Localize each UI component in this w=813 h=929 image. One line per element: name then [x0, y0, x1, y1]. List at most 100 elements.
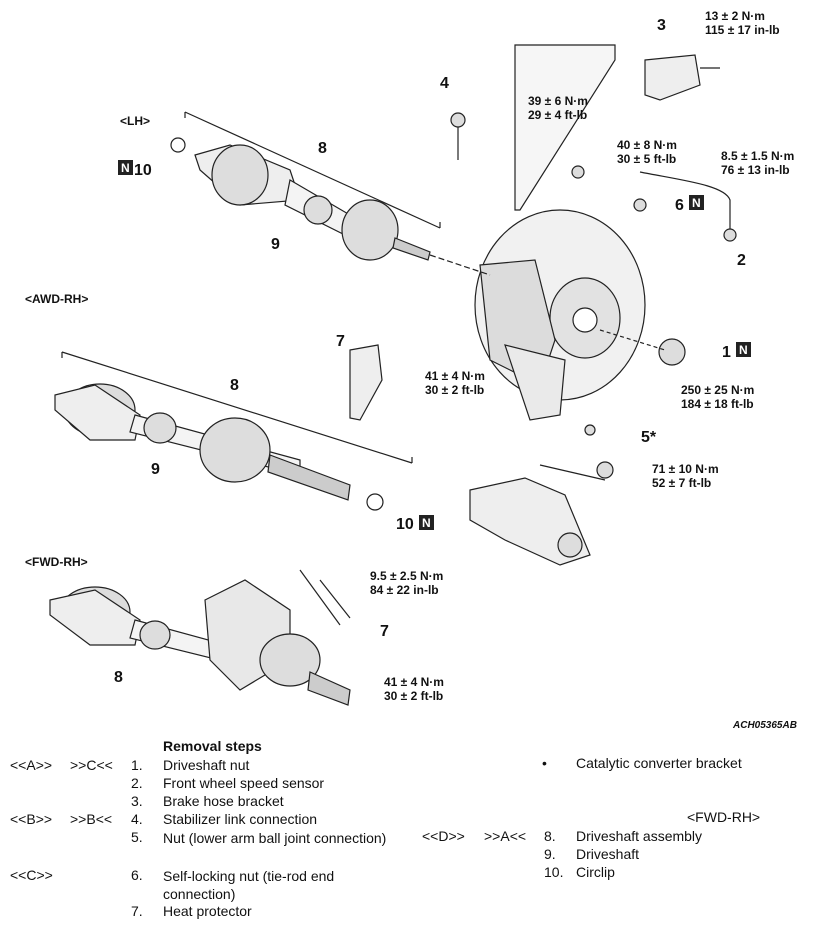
- step-number: 7.: [131, 903, 143, 919]
- svg-text:N: N: [739, 343, 748, 357]
- svg-text:30 ± 5 ft-lb: 30 ± 5 ft-lb: [617, 152, 676, 166]
- svg-text:71 ± 10 N·m: 71 ± 10 N·m: [652, 462, 719, 476]
- step-text: Catalytic converter bracket: [576, 755, 742, 771]
- step-row: 3. Brake hose bracket: [0, 793, 400, 811]
- n-badge-10-awd: N: [419, 515, 434, 530]
- step-number: 1.: [131, 757, 143, 773]
- exploded-view-diagram: <LH> <AWD-RH> <FWD-RH> 1 2 3 4 5* 6 7 7 …: [25, 9, 797, 730]
- step-row: 5. Nut (lower arm ball joint connection): [0, 829, 400, 865]
- variant-label-lh: <LH>: [120, 114, 150, 128]
- svg-text:N: N: [422, 516, 431, 530]
- step-text: Driveshaft nut: [163, 757, 250, 773]
- step-row: 2. Front wheel speed sensor: [0, 775, 400, 793]
- svg-text:41 ± 4 N·m: 41 ± 4 N·m: [425, 369, 485, 383]
- step-text: Stabilizer link connection: [163, 811, 318, 827]
- step-row: 10. Circlip: [420, 864, 800, 882]
- callout-10-lh: 10: [134, 162, 152, 179]
- step-number: 10.: [544, 864, 564, 880]
- sensor-and-brackets: [349, 54, 737, 436]
- callout-8-awd: 8: [230, 377, 239, 394]
- svg-text:40 ± 8 N·m: 40 ± 8 N·m: [617, 138, 677, 152]
- torque-6: 40 ± 8 N·m 30 ± 5 ft-lb: [617, 138, 677, 166]
- step-row: 9. Driveshaft: [420, 846, 800, 864]
- torque-fwd-protector: 41 ± 4 N·m 30 ± 2 ft-lb: [384, 675, 444, 703]
- step-text: Front wheel speed sensor: [163, 775, 325, 791]
- svg-text:184 ± 18 ft-lb: 184 ± 18 ft-lb: [681, 397, 754, 411]
- n-badge-6: N: [689, 195, 704, 210]
- removal-steps-section: Removal steps <<A>> >>C<< 1. Driveshaft …: [0, 736, 813, 929]
- torque-fwd-bracket: 9.5 ± 2.5 N·m 84 ± 22 in-lb: [370, 569, 443, 597]
- awd-rh-driveshaft: [54, 351, 413, 511]
- step-text: Driveshaft: [576, 846, 640, 862]
- torque-3: 13 ± 2 N·m 115 ± 17 in-lb: [705, 9, 780, 37]
- callout-6: 6: [675, 197, 684, 214]
- callout-7-fwd: 7: [380, 623, 389, 640]
- svg-text:39 ± 6 N·m: 39 ± 6 N·m: [528, 94, 588, 108]
- callout-1: 1: [722, 344, 731, 361]
- callout-4: 4: [440, 75, 449, 92]
- svg-text:41 ± 4 N·m: 41 ± 4 N·m: [384, 675, 444, 689]
- step-text: Brake hose bracket: [163, 793, 284, 809]
- callout-5: 5*: [641, 429, 657, 446]
- svg-text:52 ± 7 ft-lb: 52 ± 7 ft-lb: [652, 476, 711, 490]
- fwd-rh-subheading: <FWD-RH>: [687, 809, 761, 825]
- step-row: <<B>> >>B<< 4. Stabilizer link connectio…: [0, 811, 400, 829]
- variant-label-fwd-rh: <FWD-RH>: [25, 555, 88, 569]
- fwd-rh-subheading-row: <FWD-RH>: [420, 809, 800, 827]
- removal-steps-heading: Removal steps: [163, 738, 262, 754]
- callout-3: 3: [657, 17, 666, 34]
- callout-9-awd: 9: [151, 461, 160, 478]
- step-text: Heat protector: [163, 903, 252, 919]
- callout-8-fwd: 8: [114, 669, 123, 686]
- step-row: <<D>> >>A<< 8. Driveshaft assembly: [420, 828, 800, 846]
- callout-7-awd: 7: [336, 333, 345, 350]
- step-code-a: <<D>>: [422, 828, 465, 844]
- svg-text:84 ± 22 in-lb: 84 ± 22 in-lb: [370, 583, 439, 597]
- step-code-a: <<B>>: [10, 811, 53, 827]
- callout-10-awd: 10: [396, 516, 414, 533]
- svg-text:13 ± 2 N·m: 13 ± 2 N·m: [705, 9, 765, 23]
- step-number: 9.: [544, 846, 556, 862]
- svg-text:8.5 ± 1.5 N·m: 8.5 ± 1.5 N·m: [721, 149, 794, 163]
- step-code-a: <<A>>: [10, 757, 53, 773]
- step-number: 8.: [544, 828, 556, 844]
- torque-1: 250 ± 25 N·m 184 ± 18 ft-lb: [681, 383, 754, 411]
- step-text: Self-locking nut (tie-rod end connection…: [163, 868, 335, 902]
- step-row: 7. Heat protector: [0, 903, 400, 921]
- step-number: 6.: [131, 867, 143, 883]
- callout-9-lh: 9: [271, 236, 280, 253]
- step-text: Circlip: [576, 864, 615, 880]
- catalytic-converter-row: • Catalytic converter bracket: [420, 755, 800, 773]
- n-badge-10-lh: N: [118, 160, 133, 175]
- lh-driveshaft: [170, 111, 441, 261]
- svg-text:250 ± 25 N·m: 250 ± 25 N·m: [681, 383, 754, 397]
- torque-2: 8.5 ± 1.5 N·m 76 ± 13 in-lb: [721, 149, 794, 177]
- step-code-b: >>B<<: [70, 811, 113, 827]
- step-number: 5.: [131, 829, 143, 845]
- step-text: Nut (lower arm ball joint connection): [163, 830, 387, 846]
- step-text: Driveshaft assembly: [576, 828, 703, 844]
- svg-text:29 ± 4 ft-lb: 29 ± 4 ft-lb: [528, 108, 587, 122]
- lower-arm: [469, 461, 614, 566]
- svg-text:N: N: [692, 196, 701, 210]
- torque-4: 39 ± 6 N·m 29 ± 4 ft-lb: [528, 94, 588, 122]
- svg-text:9.5 ± 2.5 N·m: 9.5 ± 2.5 N·m: [370, 569, 443, 583]
- n-badge-1: N: [736, 342, 751, 357]
- bullet: •: [542, 755, 547, 771]
- variant-label-awd-rh: <AWD-RH>: [25, 292, 88, 306]
- step-row: <<A>> >>C<< 1. Driveshaft nut: [0, 757, 400, 775]
- figure-code: ACH05365AB: [732, 720, 797, 730]
- step-code-a: <<C>>: [10, 867, 53, 883]
- svg-text:N: N: [121, 161, 130, 175]
- step-row: <<C>> 6. Self-locking nut (tie-rod end c…: [0, 867, 400, 903]
- callout-8-lh: 8: [318, 140, 327, 157]
- torque-7-awd: 41 ± 4 N·m 30 ± 2 ft-lb: [425, 369, 485, 397]
- fwd-rh-driveshaft: [49, 569, 351, 706]
- step-code-b: >>C<<: [70, 757, 113, 773]
- hub-brake-assembly: [429, 44, 686, 421]
- svg-text:76 ± 13 in-lb: 76 ± 13 in-lb: [721, 163, 790, 177]
- step-code-b: >>A<<: [484, 828, 527, 844]
- callout-2: 2: [737, 252, 746, 269]
- svg-text:30 ± 2 ft-lb: 30 ± 2 ft-lb: [384, 689, 443, 703]
- svg-text:30 ± 2 ft-lb: 30 ± 2 ft-lb: [425, 383, 484, 397]
